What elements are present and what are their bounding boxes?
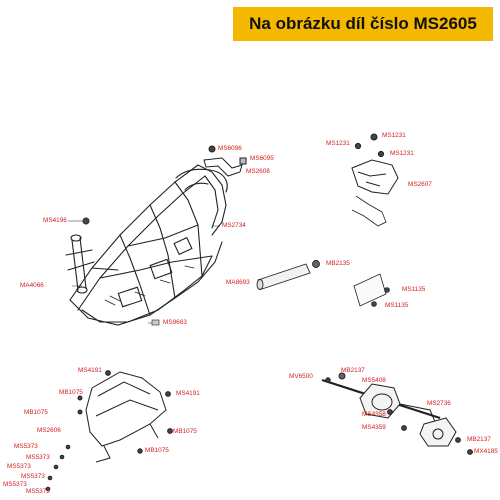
label-mb1075-b: MB1075 bbox=[24, 409, 48, 416]
label-ms1135-a: MS1135 bbox=[402, 286, 426, 293]
label-ms2606: MS2606 bbox=[37, 427, 61, 434]
label-ms4196: MS4196 bbox=[43, 217, 67, 224]
label-ms2608: MS2608 bbox=[246, 168, 270, 175]
label-ms5373-b: MS5373 bbox=[26, 454, 50, 461]
label-mx4185: MX4185 bbox=[474, 448, 498, 455]
label-ma4066: MA4066 bbox=[20, 282, 44, 289]
label-ms4191-b: MS4191 bbox=[176, 390, 200, 397]
label-ms5373-c: MS5373 bbox=[7, 463, 31, 470]
label-ms1231-left: MS1231 bbox=[326, 140, 350, 147]
bracket-ms2608-drawing bbox=[203, 145, 247, 177]
part-number-banner: Na obrázku díl číslo MS2605 bbox=[233, 7, 493, 41]
plate-ms1135-drawing bbox=[353, 273, 390, 307]
label-ms5373-d: MS5373 bbox=[21, 473, 45, 480]
label-ms1231-right: MS1231 bbox=[390, 150, 414, 157]
main-frame-drawing bbox=[65, 164, 228, 326]
label-ms2607: MS2607 bbox=[408, 181, 432, 188]
label-ms5373-f: MS5373 bbox=[26, 488, 50, 495]
label-ms1231-top: MS1231 bbox=[382, 132, 406, 139]
label-ms5373-a: MS5373 bbox=[14, 443, 38, 450]
label-ms5373-e: MS5373 bbox=[3, 481, 27, 488]
frame-hardware bbox=[82, 217, 160, 326]
label-ms6095: MS6095 bbox=[250, 155, 274, 162]
bracket-ms2607-drawing bbox=[351, 133, 399, 227]
leader-lines-frame bbox=[68, 220, 220, 324]
label-mb1075-c: MB1075 bbox=[173, 428, 197, 435]
label-mb1075-d: MB1075 bbox=[145, 447, 169, 454]
label-ma8693: MA8693 bbox=[226, 279, 250, 286]
label-mb1075-a: MB1075 bbox=[59, 389, 83, 396]
label-mb2135: MB2135 bbox=[326, 260, 350, 267]
label-ms4191-a: MS4191 bbox=[78, 367, 102, 374]
tube-ma8693-drawing bbox=[256, 260, 320, 290]
label-ms2734: MS2734 bbox=[222, 222, 246, 229]
label-mb2137-a: MB2137 bbox=[341, 367, 365, 374]
label-ms5408: MS5408 bbox=[362, 377, 386, 384]
label-mv6500: MV6500 bbox=[289, 373, 313, 380]
label-ms4359: MS4359 bbox=[362, 424, 386, 431]
label-ms9663: MS9663 bbox=[163, 319, 187, 326]
skid-ms2606-drawing bbox=[45, 370, 173, 492]
label-ms4358: MS4358 bbox=[362, 411, 386, 418]
label-ms6096: MS6096 bbox=[218, 145, 242, 152]
label-ms1135-b: MS1135 bbox=[385, 302, 409, 309]
label-mb2137-b: MB2137 bbox=[467, 436, 491, 443]
label-ms2736: MS2736 bbox=[427, 400, 451, 407]
link-assembly-drawing bbox=[321, 372, 473, 455]
